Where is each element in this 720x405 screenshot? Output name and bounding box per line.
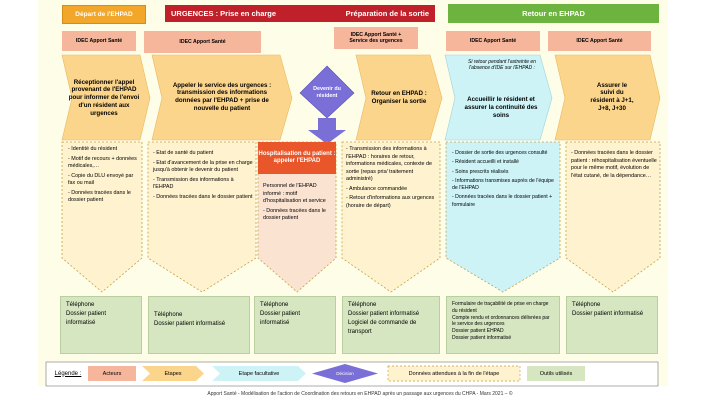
decision-down-arrow [308, 118, 346, 144]
data-box-2-shape [147, 141, 257, 293]
tool-item: Téléphone [66, 302, 95, 308]
data-item: - Retour d'informations aux urgences (ho… [346, 195, 435, 209]
actor-box-4: IDEC Apport Santé [446, 31, 540, 51]
legend-optional-swatch [212, 366, 306, 381]
data-box-3: - Transmission des informations à l'EHPA… [346, 146, 438, 213]
data-box-2: - Etat de santé du patient - Etat d'avan… [153, 150, 253, 203]
data-item: - Données tracées dans le dossier patien… [263, 207, 326, 222]
tool-item: Téléphone [348, 302, 377, 308]
hosp-data-box: Personnel de l'EHPAD informé : motif d'h… [263, 183, 333, 225]
actor-box-2: IDEC Apport Santé [144, 31, 261, 53]
data-box-1-shape [61, 141, 143, 293]
hospitalisation-label: Hospitalisation du patient : appeler l'E… [258, 142, 336, 174]
tool-item: Dossier patient informatisé [260, 311, 301, 326]
data-box-1: - Identité du résident - Motif de recour… [68, 146, 138, 207]
data-item: - Dossier de sortie des urgences consult… [452, 150, 548, 156]
actor-box-5: IDEC Apport Santé [548, 31, 651, 51]
tools-box-6: Téléphone Dossier patient informatisé [566, 296, 658, 354]
data-item: - Identité du résident [68, 146, 118, 152]
legend-optional-label: Etape facultative [238, 370, 280, 377]
tool-item: Logiciel de commande de transport [348, 320, 417, 335]
legend-data-label: Données attendues à la fin de l'étape [408, 370, 500, 377]
legend-decision-label: Décision [336, 371, 354, 376]
data-item: - Soins prescrits réalisés [452, 168, 509, 175]
header-depart: Départ de l'EHPAD [62, 5, 146, 24]
optional-step-note: Si retour pendant l'astreinte en l'absen… [468, 59, 536, 72]
tool-item: Dossier patient informatisé [348, 311, 420, 317]
data-item: - Motif de recours + données médicales,… [68, 155, 137, 170]
legend-actor-swatch [88, 366, 136, 381]
step-arrow-2 [151, 54, 293, 141]
step-arrow-1 [61, 54, 151, 141]
actor-box-3: IDEC Apport Santé + Service des urgences [334, 27, 418, 49]
step-2-label: Appeler le service des urgences : transm… [172, 81, 272, 112]
legend-tools-label: Outils utilisés [539, 370, 573, 377]
data-item: - Etat d'avancement de la prise en charg… [153, 159, 253, 174]
tool-item: Formulaire de traçabilité de prise en ch… [452, 301, 549, 314]
tool-item: Compte rendu et ordonnances délivrées pa… [452, 314, 550, 328]
legend-title: Légende : [54, 370, 82, 377]
decision-label: Devenir du résident [313, 86, 341, 99]
tools-box-5: Formulaire de traçabilité de prise en ch… [446, 296, 560, 354]
data-item: - Transmission des informations à l'EHPA… [346, 146, 432, 183]
data-box-5: - Données tracées dans le dossier patien… [571, 150, 657, 182]
data-item: - Résident accueilli et installé [452, 159, 519, 166]
header-urgences: URGENCES : Prise en charge [171, 9, 277, 18]
legend-decision-swatch [312, 364, 378, 383]
optional-step-label: Accueillir le résident et assurer la con… [464, 96, 538, 119]
actor-box-1: IDEC Apport Santé [62, 31, 136, 51]
data-item: - Données tracées dans le dossier patien… [571, 150, 657, 179]
legend-step-label: Etapes [164, 370, 182, 377]
legend-actor-label: Acteurs [102, 370, 122, 377]
tool-item: Dossier patient informatisé [452, 334, 512, 341]
step-arrow-3 [355, 54, 443, 141]
legend-data-swatch [387, 365, 521, 382]
tools-box-1: Téléphone Dossier patient informatisé [60, 296, 142, 354]
legend-tools-swatch [527, 366, 585, 381]
step-arrow-5 [554, 54, 661, 141]
tool-item: Dossier patient informatisé [154, 321, 226, 327]
data-box-5-shape [565, 141, 661, 293]
footer-credit: Apport Santé - Modélisation de l'action … [207, 391, 513, 397]
data-item: - Données tracées dans le dossier patien… [153, 193, 253, 200]
data-box-4: - Dossier de sortie des urgences consult… [452, 150, 556, 211]
header-retour: Retour en EHPAD [448, 4, 659, 23]
tool-item: Téléphone [572, 302, 601, 308]
tools-box-3: Téléphone Dossier patient informatisé [254, 296, 336, 354]
data-item: - Etat de santé du patient [153, 150, 214, 156]
data-box-3-shape [341, 141, 441, 293]
data-item: - Données tracées dans le dossier patien… [452, 194, 553, 208]
data-item: - Informations transmises auprès de l'éq… [452, 177, 554, 192]
tool-item: Téléphone [260, 302, 289, 308]
data-item: - Copie du DLU envoyé par fax ou mail [68, 172, 134, 187]
data-item: Personnel de l'EHPAD informé : motif d'h… [263, 183, 326, 205]
step-3-label: Retour en EHPAD : Organiser la sortie [371, 90, 427, 105]
header-preparation: Préparation de la sortie [345, 9, 429, 18]
data-item: - Transmission des informations à l'EHPA… [153, 176, 234, 191]
step-5-label: Assurer le suivi du résident à J+1, J+8,… [590, 81, 634, 112]
step-1-label: Réceptionner l'appel provenant de l'EHPA… [68, 78, 140, 117]
data-item: - Ambulance commandée [346, 185, 408, 192]
tools-box-4: Téléphone Dossier patient informatisé Lo… [342, 296, 440, 354]
tool-item: Dossier patient informatisé [572, 311, 644, 317]
tools-box-2: Téléphone Dossier patient informatisé [148, 296, 250, 354]
tool-item: Dossier patient informatisé [66, 311, 107, 326]
tool-item: Téléphone [154, 312, 183, 318]
legend-step-swatch [142, 366, 204, 381]
optional-step-arrow [444, 54, 553, 141]
data-item: - Données tracées dans le dossier patien… [68, 189, 131, 204]
tool-item: Dossier patient EHPAD [452, 328, 504, 334]
header-urgences-band: URGENCES : Prise en charge Préparation d… [165, 5, 435, 22]
data-box-4-shape [445, 141, 561, 293]
